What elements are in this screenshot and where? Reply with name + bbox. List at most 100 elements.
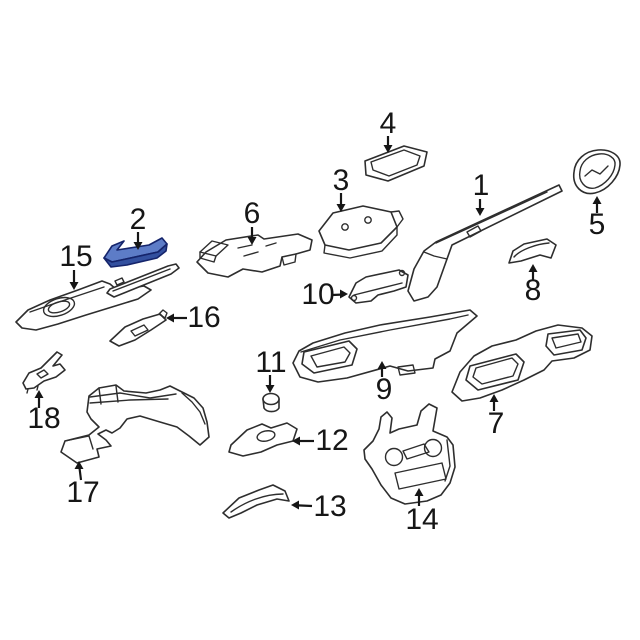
callout-16: 16 — [166, 301, 221, 334]
part-label-10: 10 — [301, 278, 334, 311]
part-10-fold — [353, 282, 403, 296]
part-shape-11 — [262, 392, 280, 413]
callout-2-arrowhead — [133, 242, 143, 250]
part-16-outline — [109, 313, 167, 347]
callout-6: 6 — [244, 197, 261, 245]
part-label-16: 16 — [187, 301, 220, 334]
part-label-5: 5 — [589, 208, 606, 241]
part-1-notch — [466, 225, 482, 238]
part-17-block-1 — [98, 387, 102, 405]
part-14-knob-left — [384, 447, 404, 467]
callout-10-arrowhead — [340, 289, 348, 299]
callout-9-arrowhead — [377, 361, 387, 369]
part-2-side-face — [103, 243, 168, 268]
part-shape-2-highlighted — [103, 237, 168, 268]
part-6-rib-3 — [265, 242, 277, 247]
part-14-mid-opening — [402, 443, 430, 460]
callout-13-arrowhead — [291, 500, 299, 510]
callout-4-arrowhead — [383, 145, 393, 153]
part-15-blade-line — [112, 268, 171, 292]
part-shape-6 — [196, 233, 313, 278]
part-label-9: 9 — [376, 373, 393, 406]
part-shape-12 — [228, 422, 298, 457]
callout-12-arrowhead — [292, 436, 300, 446]
callout-15: 15 — [59, 240, 93, 290]
part-label-17: 17 — [66, 476, 99, 509]
part-17-rail-1 — [89, 392, 177, 399]
part-17-outline — [60, 384, 210, 464]
part-9-pod-inner — [310, 346, 351, 368]
part-12-hole — [256, 430, 276, 442]
part-15-fold — [29, 286, 105, 313]
part-15-tab — [114, 277, 125, 286]
part-shape-8 — [508, 238, 557, 264]
callout-5-arrowhead — [592, 196, 602, 204]
callout-17-arrowhead — [74, 461, 84, 469]
part-3-hole-left — [341, 223, 349, 231]
part-6-box — [199, 240, 229, 257]
part-shape-10 — [348, 269, 409, 304]
part-7-right-vent — [545, 329, 587, 356]
part-9-inner-edge — [300, 314, 469, 353]
callout-5: 5 — [589, 196, 606, 241]
part-5-detail — [584, 165, 609, 177]
part-8-outline — [508, 238, 557, 264]
part-label-7: 7 — [488, 407, 505, 440]
part-label-6: 6 — [244, 197, 261, 230]
part-label-11: 11 — [255, 346, 286, 379]
part-shape-1 — [407, 184, 563, 302]
part-shape-5 — [572, 149, 621, 195]
part-7-left-vent-inner — [472, 357, 519, 385]
part-14-knob-right — [423, 438, 443, 458]
callout-3: 3 — [333, 164, 350, 212]
part-18-hole — [36, 369, 49, 379]
part-17-flap-fold — [64, 435, 94, 450]
part-3-hole-right — [364, 216, 372, 224]
part-shape-13 — [222, 484, 290, 519]
part-label-15: 15 — [59, 240, 92, 273]
callout-6-arrowhead — [247, 237, 257, 245]
callout-4: 4 — [380, 107, 396, 153]
callout-13-arrow — [297, 504, 313, 508]
part-10-hole-left — [350, 294, 358, 302]
callout-1: 1 — [473, 169, 489, 216]
part-17-block-2 — [115, 385, 119, 403]
part-3-top — [318, 205, 398, 251]
part-8-inner — [513, 242, 550, 258]
part-shape-9 — [292, 309, 478, 383]
callout-15-arrowhead — [69, 282, 79, 290]
part-7-left-vent — [465, 353, 525, 391]
callout-11-arrowhead — [265, 385, 275, 393]
part-14-outline — [363, 403, 456, 505]
part-label-3: 3 — [333, 164, 350, 197]
part-10-hole-right — [398, 269, 406, 277]
part-7-right-vent-inner — [551, 333, 582, 349]
part-1-outline — [407, 184, 563, 302]
part-label-14: 14 — [405, 503, 438, 536]
part-9-foot — [397, 364, 416, 376]
part-18-foot-2 — [36, 385, 39, 391]
callout-14-arrowhead — [414, 488, 424, 496]
part-1-foot — [423, 251, 448, 260]
part-15-opening-outer — [42, 296, 76, 318]
part-3-tab — [390, 210, 404, 228]
callout-9: 9 — [376, 361, 393, 406]
part-label-18: 18 — [27, 402, 60, 435]
callout-17: 17 — [66, 461, 100, 509]
callout-11: 11 — [255, 346, 287, 393]
callout-10: 10 — [301, 278, 348, 311]
callout-16-arrowhead — [166, 313, 174, 323]
part-3-side — [323, 226, 398, 259]
part-18-foot-1 — [26, 388, 29, 394]
part-17-rail-2 — [89, 398, 169, 404]
callout-17-arrow — [78, 467, 83, 481]
part-label-13: 13 — [313, 490, 346, 523]
part-16-slot — [130, 324, 149, 337]
part-11-cap — [262, 392, 280, 406]
part-6-rib-2 — [243, 251, 259, 257]
part-label-12: 12 — [315, 424, 348, 457]
part-1-edge — [435, 191, 548, 244]
part-6-rib-1 — [237, 244, 253, 249]
